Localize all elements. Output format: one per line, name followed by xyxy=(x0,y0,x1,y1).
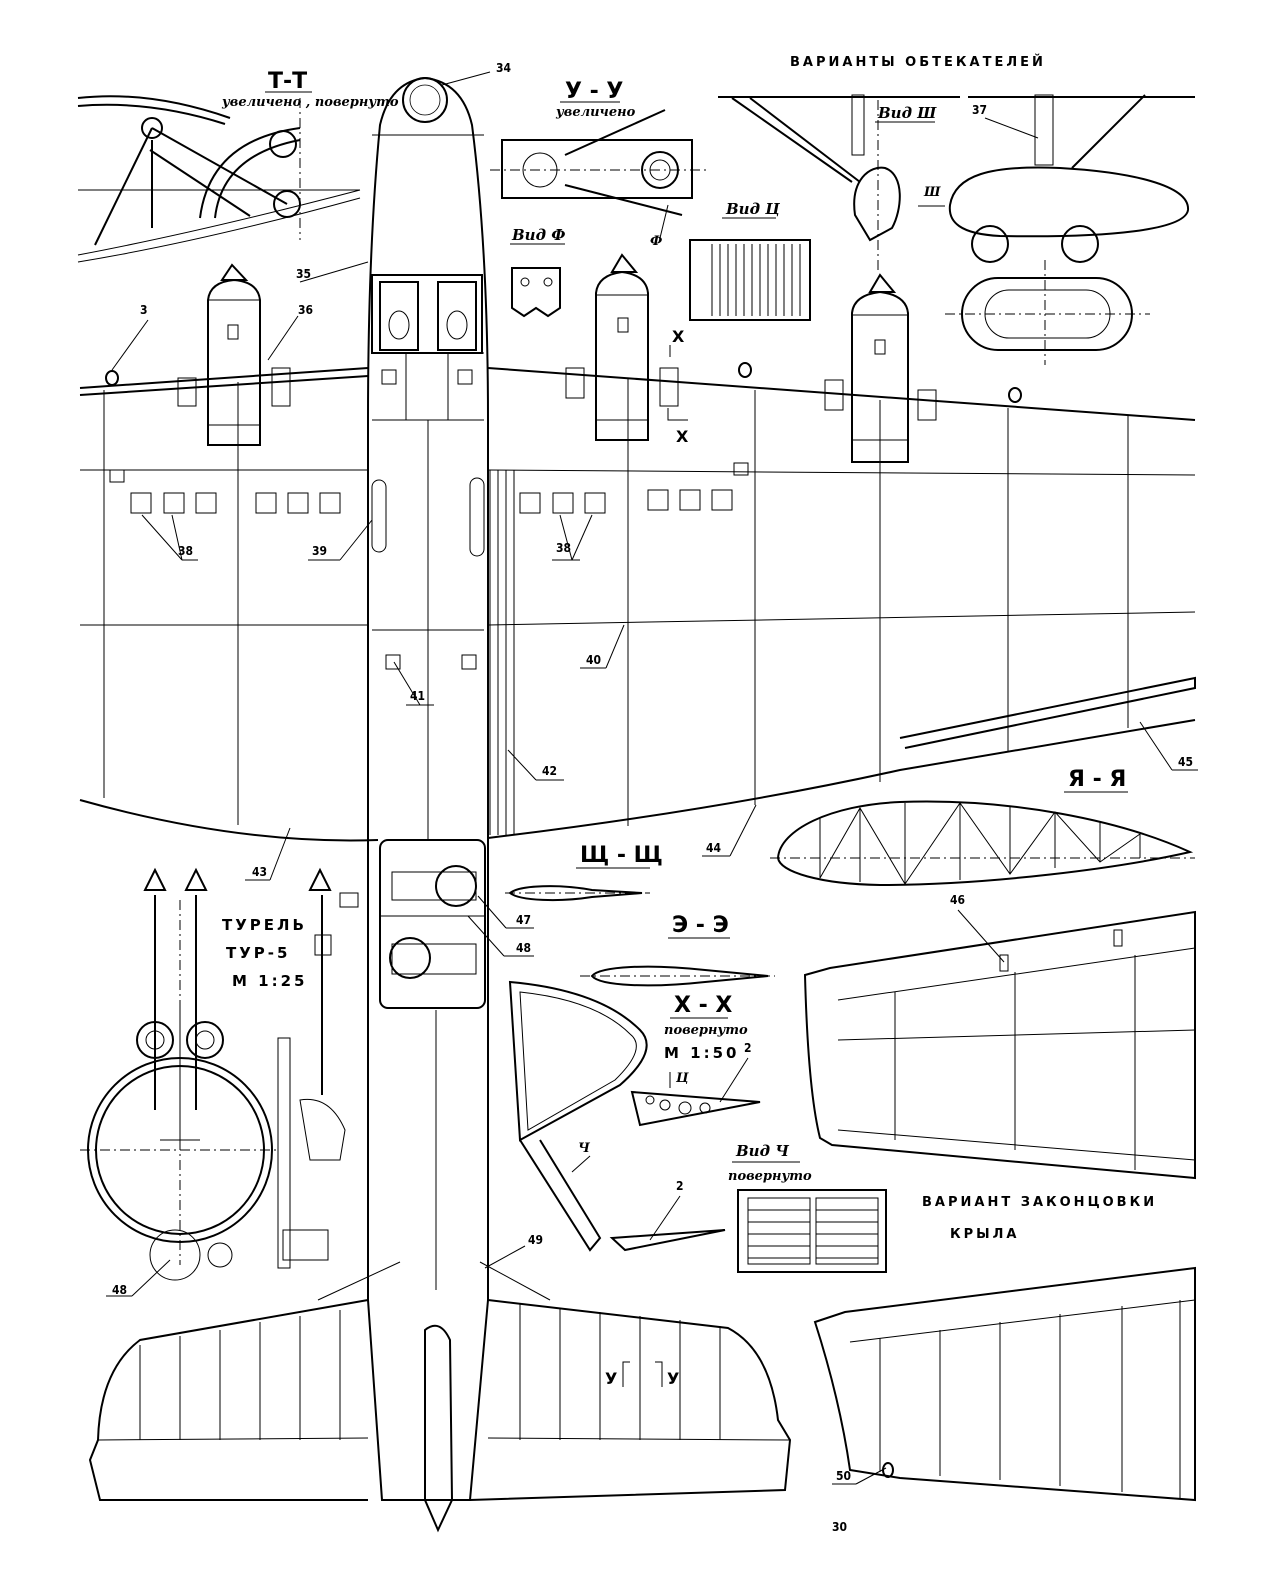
fairing-variant-a xyxy=(718,94,960,270)
callout-39: 39 xyxy=(312,544,327,558)
view-ts-radiator xyxy=(689,239,811,321)
axis-mark-f: Ф xyxy=(650,234,662,249)
axis-mark-u-right: У xyxy=(667,1369,679,1388)
section-xx-canopy xyxy=(508,980,761,1252)
callout-34: 34 xyxy=(496,61,512,75)
callout-35: 35 xyxy=(296,267,311,281)
section-shch-profile xyxy=(508,885,643,902)
callout-41: 41 xyxy=(410,689,425,703)
axis-mark-ch: Ч xyxy=(578,1141,591,1156)
callout-48-fuselage: 48 xyxy=(516,941,531,955)
axis-mark-x-top: Х xyxy=(672,327,685,346)
section-xx-label: Х - Х xyxy=(674,993,732,1018)
callout-46: 46 xyxy=(950,893,965,907)
view-ts-fins xyxy=(711,244,801,316)
section-xx-note: повернуто xyxy=(664,1023,748,1038)
callout-37: 37 xyxy=(972,103,987,117)
view-sh-label: Вид Ш xyxy=(877,104,937,122)
turret-scale: М 1:25 xyxy=(232,972,307,990)
section-tt-detail xyxy=(77,95,361,263)
engine-nacelle-1 xyxy=(177,263,291,446)
view-ch-label: Вид Ч xyxy=(735,1142,789,1160)
callout-50: 50 xyxy=(836,1469,851,1483)
section-yaya-airfoil xyxy=(770,800,1195,887)
section-shch-label: Щ - Щ xyxy=(580,843,663,868)
wingtip-variant-upper xyxy=(803,910,1196,1180)
turret-title: ТУРЕЛЬ xyxy=(222,916,307,934)
section-uu-detail xyxy=(490,109,710,216)
callout-44: 44 xyxy=(706,841,722,855)
callout-47: 47 xyxy=(516,913,531,927)
callouts: 34 35 36 3 37 38 38 39 40 41 42 43 44 xyxy=(106,61,1198,1485)
callout-2-bottom: 2 xyxy=(676,1179,684,1193)
section-tt-note: увеличено , повернуто xyxy=(221,95,399,110)
page-number: 30 xyxy=(832,1520,847,1534)
wing-planform xyxy=(79,362,1196,842)
section-uu-note: увеличено xyxy=(555,105,636,120)
fuselage xyxy=(367,76,515,1501)
wingtip-caption-line2: КРЫЛА xyxy=(950,1227,1019,1242)
callout-40: 40 xyxy=(586,653,601,667)
axis-mark-sh: Ш xyxy=(923,185,941,200)
fairing-variant-b xyxy=(945,94,1195,365)
section-ee-label: Э - Э xyxy=(672,913,729,938)
axis-mark-ts: Ц xyxy=(675,1071,689,1086)
section-uu-label: У - У xyxy=(565,79,623,104)
section-tt-label: Т-Т xyxy=(268,69,307,94)
wingtip-caption-line1: ВАРИАНТ ЗАКОНЦОВКИ xyxy=(922,1195,1157,1210)
callout-43: 43 xyxy=(252,865,267,879)
turret-drawing xyxy=(80,867,359,1281)
callout-42: 42 xyxy=(542,764,557,778)
view-ch-note: повернуто xyxy=(728,1169,812,1184)
view-ch-hatch xyxy=(737,1189,887,1273)
engine-nacelle-3 xyxy=(824,273,937,463)
callout-2-top: 2 xyxy=(744,1041,752,1055)
view-f-label: Вид Ф xyxy=(511,226,565,244)
view-f-shape xyxy=(511,267,561,318)
callout-45: 45 xyxy=(1178,755,1193,769)
callout-49: 49 xyxy=(528,1233,543,1247)
section-yaya-label: Я - Я xyxy=(1068,767,1126,792)
section-xx-scale: М 1:50 xyxy=(664,1044,739,1062)
view-ts-label: Вид Ц xyxy=(725,200,780,218)
engine-nacelle-2 xyxy=(565,253,679,441)
axis-mark-x-bottom: Х xyxy=(676,427,689,446)
page-title: ВАРИАНТЫ ОБТЕКАТЕЛЕЙ xyxy=(790,54,1046,70)
callout-36: 36 xyxy=(298,303,313,317)
callout-48-turret: 48 xyxy=(112,1283,127,1297)
callout-38-left: 38 xyxy=(178,544,193,558)
tailplane xyxy=(88,1261,792,1533)
callout-38-right: 38 xyxy=(556,541,571,555)
axis-mark-u-left: У xyxy=(605,1369,617,1388)
turret-model: ТУР-5 xyxy=(226,944,290,962)
wingtip-variant-lower xyxy=(813,1266,1196,1502)
callout-3: 3 xyxy=(140,303,148,317)
